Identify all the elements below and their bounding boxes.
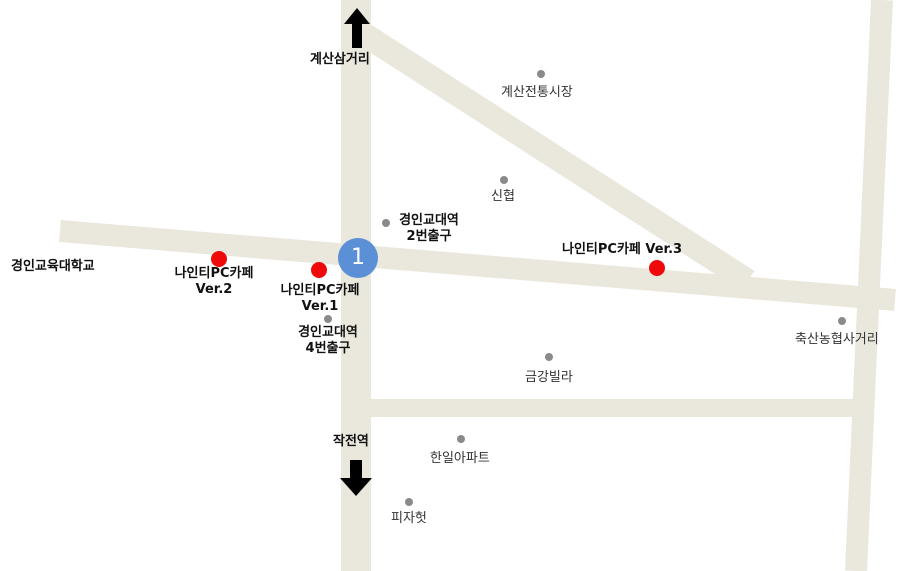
livestock-dot [838, 317, 846, 325]
exit-2-label: 경인교대역 2번출구 [394, 213, 464, 245]
pizza-label: 피자헛 [391, 511, 427, 526]
cafe-ver2-label: 나인티PC카페 Ver.2 [166, 266, 262, 298]
geumgang-label: 금강빌라 [525, 370, 573, 385]
north-direction-label: 계산삼거리 [310, 52, 370, 67]
cafe-ver3-marker[interactable] [649, 260, 665, 276]
road-diagonal [358, 24, 755, 292]
hanil-dot [457, 435, 465, 443]
market-label: 계산전통시장 [501, 85, 573, 100]
station-marker[interactable]: 1 [338, 238, 378, 278]
cafe-ver2-version: Ver.2 [195, 282, 233, 297]
shinhyup-label: 신협 [491, 189, 515, 204]
gyeongin-univ-label: 경인교육대학교 [11, 259, 95, 274]
exit-4-station: 경인교대역 [298, 325, 358, 340]
exit-4-dot [324, 315, 332, 323]
road-east-west [59, 220, 896, 311]
shinhyup-dot [500, 176, 508, 184]
cafe-ver1-version: Ver.1 [301, 299, 339, 314]
road-east-vertical [845, 0, 893, 571]
exit-4-label: 경인교대역 4번출구 [293, 325, 363, 357]
cafe-ver1-label: 나인티PC카페 Ver.1 [272, 283, 368, 315]
arrow-down-icon [340, 460, 372, 496]
arrow-up-icon [344, 8, 370, 48]
exit-2-dot [382, 219, 390, 227]
cafe-ver3-label: 나인티PC카페 Ver.3 [562, 242, 683, 257]
pizza-dot [405, 498, 413, 506]
geumgang-dot [545, 353, 553, 361]
cafe-ver2-marker[interactable] [211, 251, 227, 267]
exit-4-number: 4번출구 [305, 341, 351, 356]
exit-2-number: 2번출구 [406, 229, 452, 244]
south-direction-label: 작전역 [333, 434, 369, 449]
livestock-label: 축산농협사거리 [795, 332, 879, 347]
cafe-ver2-name: 나인티PC카페 [174, 266, 254, 281]
exit-2-station: 경인교대역 [399, 213, 459, 228]
hanil-label: 한일아파트 [430, 451, 490, 466]
cafe-ver1-name: 나인티PC카페 [280, 283, 360, 298]
market-dot [537, 70, 545, 78]
cafe-ver1-marker[interactable] [311, 262, 327, 278]
